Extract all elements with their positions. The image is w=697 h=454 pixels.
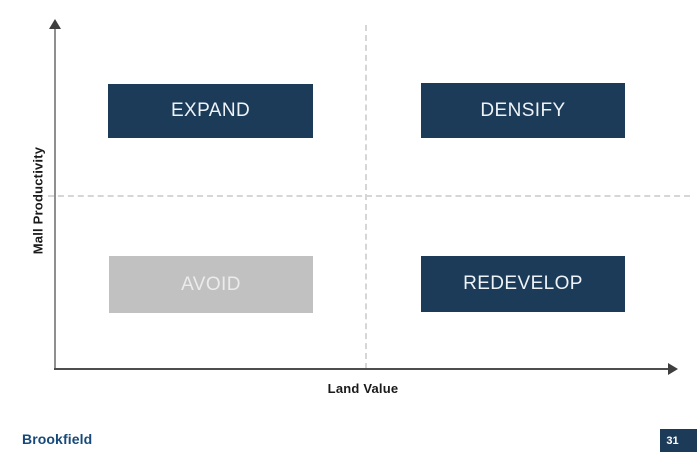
quadrant-label-redevelop: REDEVELOP — [463, 273, 583, 294]
y-axis-line — [54, 28, 56, 370]
x-axis-label: Land Value — [327, 381, 399, 396]
x-axis-line — [54, 368, 670, 370]
page-number-badge: 31 — [660, 429, 697, 452]
quadrant-box-avoid: AVOID — [109, 256, 313, 313]
quadrant-box-densify: DENSIFY — [421, 83, 625, 138]
arrow-right-icon — [668, 363, 678, 375]
quadrant-label-densify: DENSIFY — [480, 99, 566, 121]
y-axis-label: Mall Productivity — [30, 146, 46, 255]
quadrant-box-redevelop: REDEVELOP — [421, 256, 625, 312]
brand-logo-text: Brookfield — [22, 431, 93, 447]
arrow-up-icon — [49, 19, 61, 29]
vertical-dashed-divider — [365, 25, 367, 369]
quadrant-label-avoid: AVOID — [181, 273, 241, 295]
quadrant-box-expand: EXPAND — [108, 84, 313, 138]
horizontal-dashed-divider — [48, 195, 690, 197]
quadrant-label-expand: EXPAND — [170, 100, 251, 121]
